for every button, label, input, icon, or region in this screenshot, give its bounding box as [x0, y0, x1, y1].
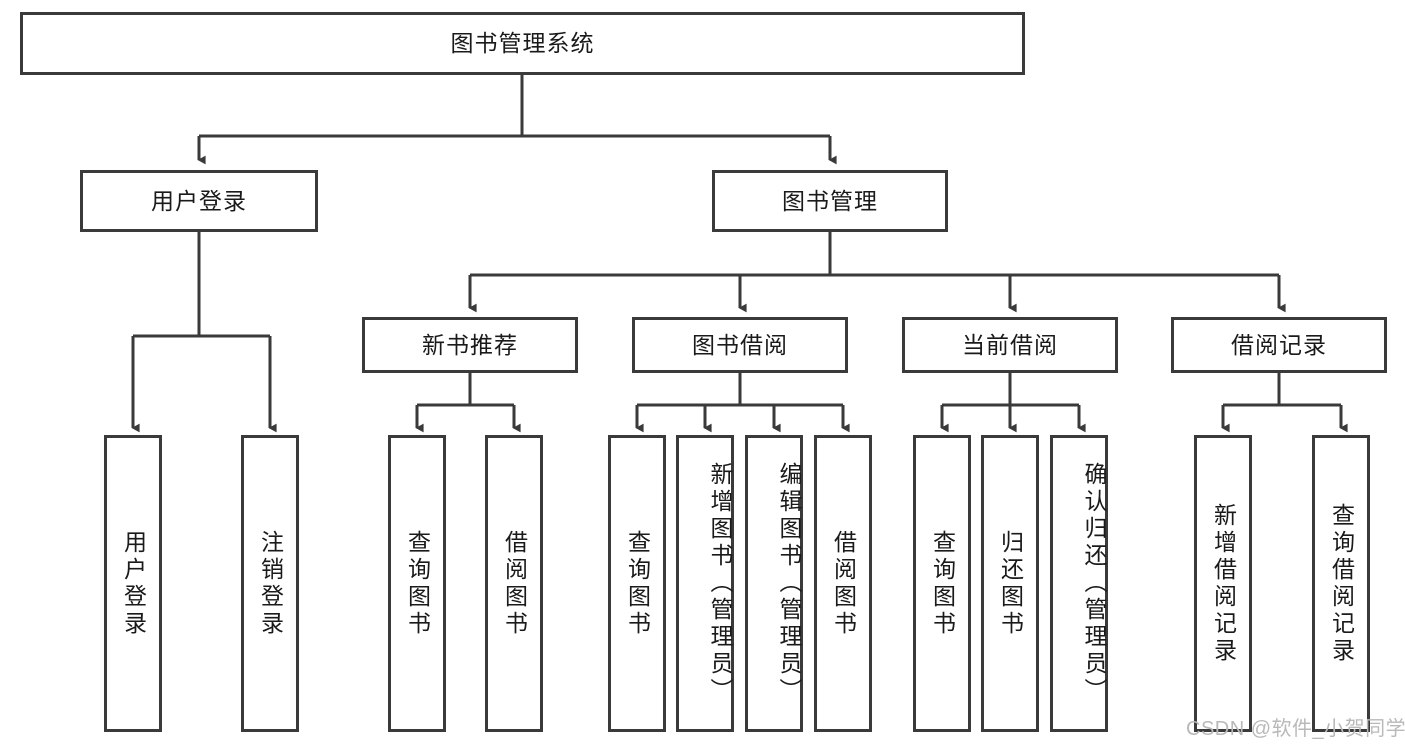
node-leaf-add-borrow-record[interactable]: 新增借阅记录 — [1194, 435, 1252, 732]
node-user-login-label: 用户登录 — [151, 187, 247, 214]
node-book-management-label: 图书管理 — [782, 187, 878, 214]
node-leaf-query-book-3[interactable]: 查询图书 — [913, 435, 971, 732]
node-leaf-confirm-return-admin[interactable]: 确认归还（管理员） — [1050, 435, 1108, 732]
node-current-borrow[interactable]: 当前借阅 — [902, 317, 1118, 373]
node-leaf-borrow-book-1-label: 借阅图书 — [501, 529, 528, 638]
node-leaf-logout-login[interactable]: 注销登录 — [241, 435, 299, 732]
node-book-borrow[interactable]: 图书借阅 — [632, 317, 848, 373]
node-leaf-query-borrow-record-label: 查询借阅记录 — [1328, 502, 1355, 665]
node-leaf-borrow-book-1[interactable]: 借阅图书 — [485, 435, 543, 732]
node-leaf-user-login[interactable]: 用户登录 — [104, 435, 162, 732]
node-book-borrow-label: 图书借阅 — [692, 331, 788, 358]
node-leaf-add-book-admin-label: 新增图书（管理员） — [707, 462, 733, 705]
node-root-label: 图书管理系统 — [450, 30, 595, 56]
node-leaf-add-borrow-record-label: 新增借阅记录 — [1210, 502, 1237, 665]
node-new-book-recommend-label: 新书推荐 — [422, 331, 518, 358]
node-borrow-record[interactable]: 借阅记录 — [1171, 317, 1387, 373]
node-user-login[interactable]: 用户登录 — [80, 170, 318, 232]
node-current-borrow-label: 当前借阅 — [962, 331, 1058, 358]
node-leaf-borrow-book-2-label: 借阅图书 — [830, 529, 857, 638]
node-root[interactable]: 图书管理系统 — [20, 12, 1025, 75]
node-leaf-query-book-3-label: 查询图书 — [929, 529, 956, 638]
csdn-watermark: CSDN @软件_小贺同学 — [1186, 718, 1405, 740]
node-leaf-query-book-1[interactable]: 查询图书 — [388, 435, 446, 732]
node-leaf-return-book[interactable]: 归还图书 — [981, 435, 1039, 732]
node-new-book-recommend[interactable]: 新书推荐 — [362, 317, 578, 373]
node-leaf-logout-login-label: 注销登录 — [257, 529, 284, 638]
node-borrow-record-label: 借阅记录 — [1231, 331, 1327, 358]
node-leaf-user-login-label: 用户登录 — [120, 529, 147, 638]
node-leaf-query-book-2[interactable]: 查询图书 — [608, 435, 666, 732]
node-leaf-add-book-admin[interactable]: 新增图书（管理员） — [676, 435, 734, 732]
node-leaf-query-book-2-label: 查询图书 — [624, 529, 651, 638]
node-book-management[interactable]: 图书管理 — [712, 170, 948, 232]
node-leaf-edit-book-admin[interactable]: 编辑图书（管理员） — [745, 435, 803, 732]
node-leaf-confirm-return-admin-label: 确认归还（管理员） — [1081, 462, 1107, 705]
node-leaf-borrow-book-2[interactable]: 借阅图书 — [814, 435, 872, 732]
node-leaf-return-book-label: 归还图书 — [997, 529, 1024, 638]
node-leaf-edit-book-admin-label: 编辑图书（管理员） — [776, 462, 802, 705]
node-leaf-query-borrow-record[interactable]: 查询借阅记录 — [1312, 435, 1370, 732]
node-leaf-query-book-1-label: 查询图书 — [404, 529, 431, 638]
